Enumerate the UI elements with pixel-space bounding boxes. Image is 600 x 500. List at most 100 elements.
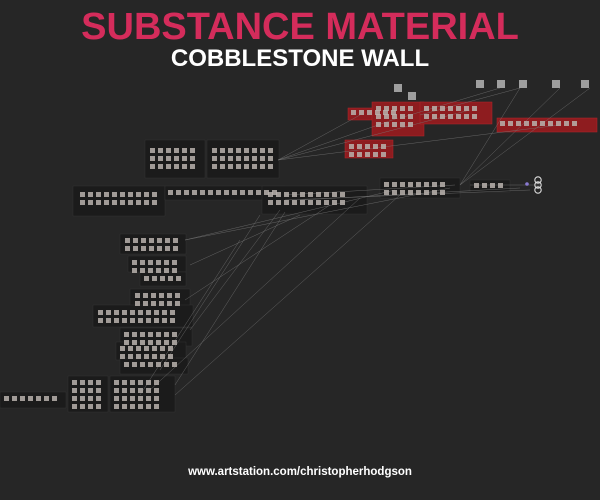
graph-node bbox=[138, 318, 143, 323]
graph-node bbox=[252, 148, 257, 153]
graph-node bbox=[308, 192, 313, 197]
graph-node bbox=[166, 164, 171, 169]
graph-node bbox=[140, 340, 145, 345]
graph-node bbox=[448, 114, 453, 119]
graph-node bbox=[392, 190, 397, 195]
graph-node bbox=[122, 396, 127, 401]
graph-node bbox=[160, 346, 165, 351]
graph-node bbox=[98, 310, 103, 315]
graph-node bbox=[260, 164, 265, 169]
connection-wire bbox=[399, 87, 501, 119]
graph-node bbox=[173, 238, 178, 243]
graph-node bbox=[4, 396, 9, 401]
graph-node bbox=[144, 192, 149, 197]
graph-node bbox=[124, 332, 129, 337]
connection-wire bbox=[184, 204, 331, 301]
page-subtitle: COBBLESTONE WALL bbox=[170, 45, 430, 72]
graph-node bbox=[408, 122, 413, 127]
graph-node bbox=[152, 192, 157, 197]
graph-node bbox=[175, 293, 180, 298]
graph-node bbox=[174, 156, 179, 161]
graph-node bbox=[138, 396, 143, 401]
graph-node bbox=[300, 192, 305, 197]
graph-node bbox=[316, 192, 321, 197]
graph-node bbox=[166, 148, 171, 153]
graph-node bbox=[114, 396, 119, 401]
graph-node bbox=[416, 190, 421, 195]
graph-node bbox=[156, 260, 161, 265]
footer-url-link[interactable]: www.artstation.com/christopherhodgson bbox=[188, 466, 412, 478]
graph-node bbox=[424, 182, 429, 187]
graph-node bbox=[151, 293, 156, 298]
graph-node bbox=[146, 380, 151, 385]
graph-node bbox=[80, 192, 85, 197]
graph-node bbox=[150, 148, 155, 153]
graph-node bbox=[154, 310, 159, 315]
graph-node bbox=[324, 192, 329, 197]
graph-node bbox=[128, 354, 133, 359]
graph-node bbox=[136, 346, 141, 351]
graph-node bbox=[340, 200, 345, 205]
graph-node bbox=[122, 318, 127, 323]
graph-node bbox=[125, 238, 130, 243]
graph-node bbox=[252, 164, 257, 169]
frame bbox=[206, 139, 280, 179]
graph-node bbox=[132, 340, 137, 345]
graph-node bbox=[474, 183, 479, 188]
graph-node bbox=[144, 276, 149, 281]
graph-node bbox=[392, 114, 397, 119]
graph-node bbox=[160, 276, 165, 281]
graph-node bbox=[172, 340, 177, 345]
graph-node bbox=[165, 246, 170, 251]
graph-node bbox=[168, 190, 173, 195]
graph-node bbox=[464, 114, 469, 119]
graph-node bbox=[104, 200, 109, 205]
graph-node bbox=[357, 152, 362, 157]
graph-node bbox=[392, 106, 397, 111]
graph-node bbox=[167, 301, 172, 306]
connection-wire bbox=[189, 214, 301, 266]
graph-node bbox=[140, 332, 145, 337]
graph-node bbox=[228, 148, 233, 153]
graph-node bbox=[146, 310, 151, 315]
connection-wire bbox=[184, 187, 451, 241]
graph-node bbox=[256, 190, 261, 195]
graph-node bbox=[122, 388, 127, 393]
graph-node bbox=[440, 106, 445, 111]
graph-node bbox=[157, 238, 162, 243]
graph-node bbox=[159, 301, 164, 306]
graph-node bbox=[106, 310, 111, 315]
frame bbox=[119, 357, 189, 375]
graph-node bbox=[424, 114, 429, 119]
graph-node bbox=[373, 144, 378, 149]
graph-node bbox=[135, 301, 140, 306]
graph-node bbox=[133, 238, 138, 243]
graph-node bbox=[72, 396, 77, 401]
graph-node bbox=[141, 246, 146, 251]
graph-node bbox=[236, 164, 241, 169]
graph-node bbox=[292, 192, 297, 197]
graph-node bbox=[114, 388, 119, 393]
graph-node bbox=[96, 200, 101, 205]
graph-node bbox=[149, 238, 154, 243]
graph-node bbox=[124, 340, 129, 345]
graph-node bbox=[268, 192, 273, 197]
graph-node bbox=[292, 200, 297, 205]
graph-node bbox=[373, 152, 378, 157]
graph-node bbox=[440, 190, 445, 195]
connection-wire bbox=[459, 87, 591, 186]
graph-node bbox=[132, 268, 137, 273]
graph-node bbox=[143, 301, 148, 306]
graph-node bbox=[80, 380, 85, 385]
graph-node bbox=[308, 200, 313, 205]
graph-node bbox=[157, 246, 162, 251]
connection-wire bbox=[277, 109, 471, 161]
graph-node bbox=[36, 396, 41, 401]
graph-node bbox=[140, 268, 145, 273]
graph-node bbox=[154, 404, 159, 409]
graph-node bbox=[122, 404, 127, 409]
graph-node bbox=[149, 246, 154, 251]
graph-node bbox=[464, 106, 469, 111]
graph-node bbox=[128, 346, 133, 351]
